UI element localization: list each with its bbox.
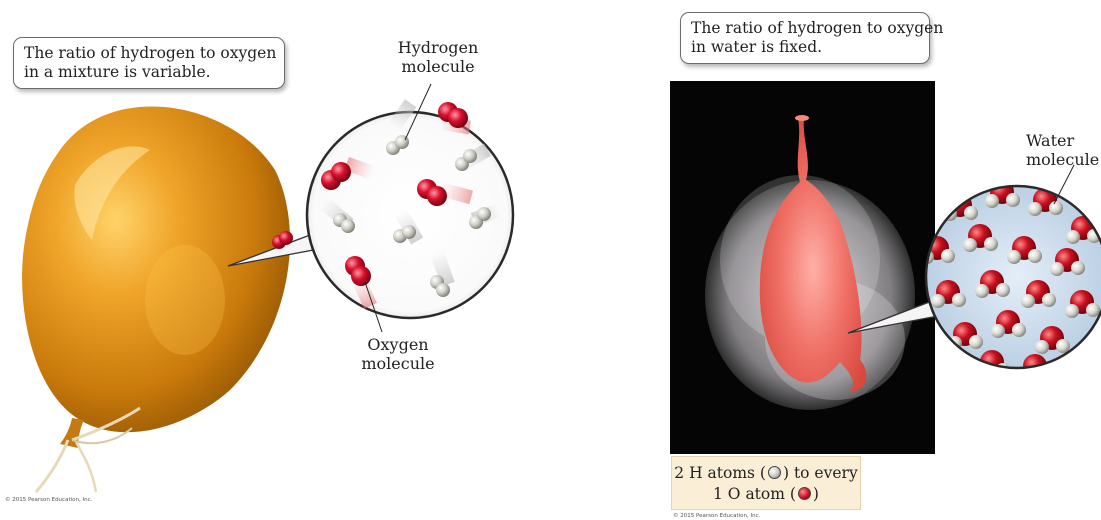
ratio-box: 2 H atoms ( ) to every 1 O atom () (671, 456, 861, 510)
ratio-line-2: 1 O atom () (672, 484, 860, 505)
ratio-text-hydrogen: 2 H atoms ( (674, 464, 766, 482)
water-molecule-label: Water molecule (1026, 131, 1101, 169)
ratio-text-every: ) to every (783, 464, 858, 482)
water-callout: The ratio of hydrogen to oxygen in water… (680, 12, 930, 64)
oxygen-molecule-label: Oxygen molecule (353, 335, 443, 373)
oxygen-atom-icon (798, 487, 811, 500)
balloon (22, 106, 290, 432)
hydrogen-molecule-label: Hydrogen molecule (393, 38, 483, 76)
ratio-text-close: ) (813, 485, 819, 503)
water-panel: The ratio of hydrogen to oxygen in water… (540, 0, 1101, 520)
hydrogen-atom-icon (768, 466, 781, 479)
mixture-callout: The ratio of hydrogen to oxygen in a mix… (13, 37, 285, 89)
mixture-panel: The ratio of hydrogen to oxygen in a mix… (0, 0, 540, 520)
water-copyright: © 2015 Pearson Education, Inc. (673, 513, 760, 519)
water-illustration (540, 0, 1101, 520)
mixture-copyright: © 2015 Pearson Education, Inc. (5, 497, 92, 503)
ratio-line-1: 2 H atoms ( ) to every (672, 463, 860, 484)
ratio-text-oxygen: 1 O atom ( (713, 485, 796, 503)
